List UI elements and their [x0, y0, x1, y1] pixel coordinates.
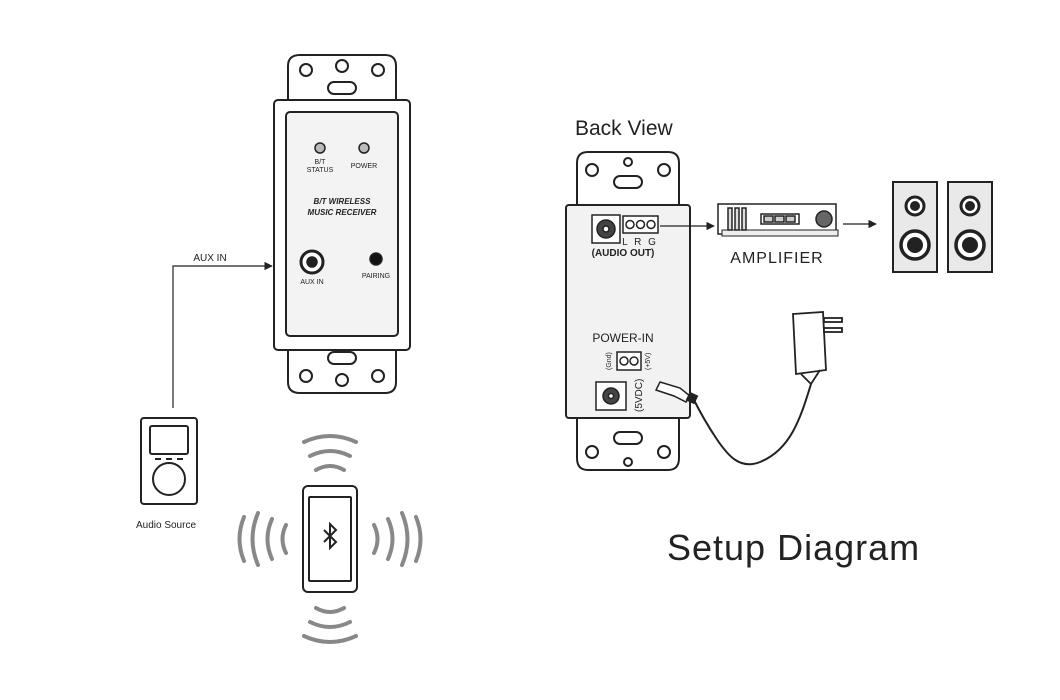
aux-in-jack-label: AUX IN: [300, 279, 323, 286]
front-wall-plate: [273, 54, 411, 394]
bt-status-label-2: STATUS: [307, 167, 334, 174]
product-name-line-1: B/T WIRELESS: [314, 197, 372, 206]
pairing-label: PAIRING: [362, 273, 390, 280]
audio-source-label: Audio Source: [136, 520, 196, 531]
plug-adapter-icon: [792, 311, 843, 386]
speakers: [892, 181, 993, 273]
power-led-label: POWER: [351, 163, 377, 170]
power-in-label: POWER-IN: [592, 331, 653, 345]
plus-5v-label: (+5V): [645, 353, 652, 370]
terminal-lrg-label: L R G: [622, 237, 658, 248]
dc-plug: [654, 381, 699, 405]
audio-out-label: (AUDIO OUT): [592, 248, 655, 259]
5vdc-label: (5VDC): [634, 379, 645, 412]
amplifier-unit: [717, 203, 839, 237]
bt-status-label-1: B/T: [315, 159, 327, 166]
aux-in-cable: [172, 261, 273, 408]
product-name-line-2: MUSIC RECEIVER: [308, 208, 377, 217]
back-view-title: Back View: [575, 117, 673, 140]
bluetooth-icon: [323, 521, 338, 551]
aux-in-arrow-label: AUX IN: [193, 253, 226, 264]
power-cable: [693, 383, 812, 466]
bt-status-led: [314, 142, 326, 154]
gnd-label: (Gnd): [606, 352, 613, 370]
amplifier-label: AMPLIFIER: [730, 250, 823, 267]
back-wall-plate: [565, 151, 691, 471]
signal-waves-icon: [237, 434, 423, 644]
audio-source-player: [140, 417, 198, 505]
power-led: [358, 142, 370, 154]
back-panel-connectors: [591, 214, 659, 411]
diagram-title: Setup Diagram: [667, 527, 920, 568]
pairing-button: [369, 252, 383, 266]
front-panel-controls: [299, 142, 383, 275]
